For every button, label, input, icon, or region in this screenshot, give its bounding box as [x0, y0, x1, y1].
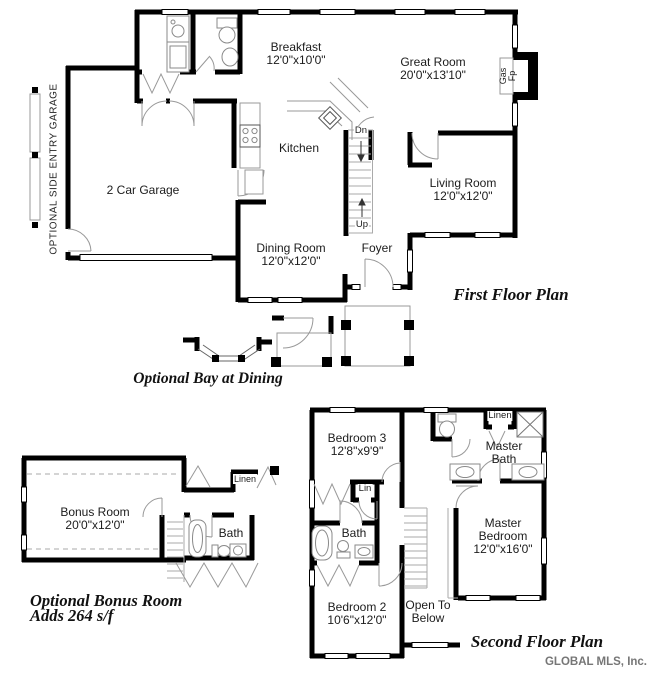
room-dims: 12'0"x16'0"	[473, 542, 533, 556]
optional-garage-doors	[29, 87, 41, 228]
room-dims: 10'6"x12'0"	[327, 613, 387, 627]
bonus-fixtures	[188, 519, 247, 558]
room-dims: 20'0"x13'10"	[400, 68, 466, 82]
first-floor-doors	[67, 55, 439, 349]
first-floor-title: First Floor Plan	[453, 285, 569, 304]
stairs-up-label: Up	[354, 219, 370, 230]
kitchen-label: Kitchen	[278, 141, 320, 155]
open-line1: Open To	[405, 598, 451, 612]
garage-door	[79, 254, 213, 261]
gas-fireplace-label: Gas Fp	[498, 68, 517, 85]
dining-room-label: Dining Room 12'0"x12'0"	[256, 242, 325, 268]
second-floor-title: Second Floor Plan	[470, 632, 604, 651]
bonus-bath-label: Bath	[218, 526, 244, 540]
room-name: Bedroom	[478, 529, 528, 543]
master-bedroom-label: Master Bedroom 12'0"x16'0"	[473, 517, 532, 556]
room-dims: 12'8"x9'9"	[330, 444, 384, 458]
bonus-stairs	[167, 515, 185, 582]
breakfast-label: Breakfast 12'0"x10'0"	[266, 41, 325, 67]
second-floor-doors	[313, 430, 506, 588]
bonus-windows	[21, 486, 27, 551]
optional-bay-caption: Optional Bay at Dining	[133, 370, 283, 387]
garage-label: 2 Car Garage	[106, 183, 180, 197]
sink-icon	[221, 47, 239, 67]
shower-icon	[516, 411, 544, 438]
second-floor-stairs	[404, 507, 458, 599]
kitchen-sink-icon	[317, 105, 343, 131]
bay-detail	[197, 332, 332, 367]
toilet-icon	[336, 551, 351, 559]
caption-line2: Adds 264 s/f	[30, 606, 114, 625]
room-name: Dining Room	[256, 241, 326, 255]
bonus-linen-label: Linen	[232, 474, 258, 484]
fireplace	[499, 52, 538, 100]
open-line2: Below	[411, 611, 445, 625]
optional-bonus-caption: Optional Bonus Room Adds 264 s/f	[30, 591, 183, 625]
toilet-icon	[211, 544, 219, 558]
great-room-label: Great Room 20'0"x13'10"	[400, 56, 466, 82]
open-to-below-label: Open To Below	[405, 599, 450, 625]
stairs-dn-label: Dn	[353, 125, 369, 136]
kitchen-counter	[287, 77, 369, 140]
bedroom2-label: Bedroom 2 10'6"x12'0"	[327, 601, 386, 627]
room-name: Bedroom 3	[327, 431, 387, 445]
bonus-kneewall-lines	[27, 473, 178, 550]
stair-arrows	[357, 141, 366, 217]
bath2-label: Bath	[341, 526, 367, 540]
room-name: Bedroom 2	[327, 600, 387, 614]
range-icon	[239, 124, 261, 148]
foyer-label: Foyer	[361, 241, 393, 255]
linen-closet-label: Linen	[487, 410, 513, 421]
fp-text: Fp	[507, 70, 517, 82]
break-post	[270, 466, 279, 475]
global-mls-brand: GLOBAL MLS, Inc.	[544, 656, 648, 668]
room-name: Bath	[491, 452, 517, 466]
bonus-room-label: Bonus Room 20'0"x12'0"	[60, 506, 129, 532]
room-name: Living Room	[429, 176, 497, 190]
optional-side-entry-label: OPTIONAL SIDE ENTRY GARAGE	[48, 83, 60, 255]
fridge-icon	[244, 169, 264, 195]
caption-line1: Optional Bonus Room	[30, 591, 183, 610]
master-bath-label: Master Bath	[486, 440, 523, 466]
room-dims: 12'0"x12'0"	[433, 189, 493, 203]
room-name: Great Room	[400, 55, 466, 69]
room-dims: 12'0"x10'0"	[266, 53, 326, 67]
first-floor-fixtures	[166, 15, 264, 195]
room-name: Bonus Room	[60, 505, 130, 519]
bonus-walls	[21, 455, 258, 563]
room-name: Master	[485, 439, 523, 453]
room-dims: 12'0"x12'0"	[261, 254, 321, 268]
second-floor-fixtures	[311, 411, 545, 561]
room-dims: 20'0"x12'0"	[65, 518, 125, 532]
living-room-label: Living Room 12'0"x12'0"	[430, 177, 497, 203]
lin-closet-label: Lin	[357, 483, 373, 494]
first-floor-windows	[79, 9, 518, 303]
bonus-doors-breaks	[142, 465, 277, 589]
first-floor-door-gaps	[65, 229, 393, 291]
foyer-porch	[341, 305, 414, 367]
bedroom3-label: Bedroom 3 12'8"x9'9"	[328, 432, 387, 458]
room-name: Breakfast	[270, 40, 322, 54]
room-name: Master	[484, 516, 522, 530]
